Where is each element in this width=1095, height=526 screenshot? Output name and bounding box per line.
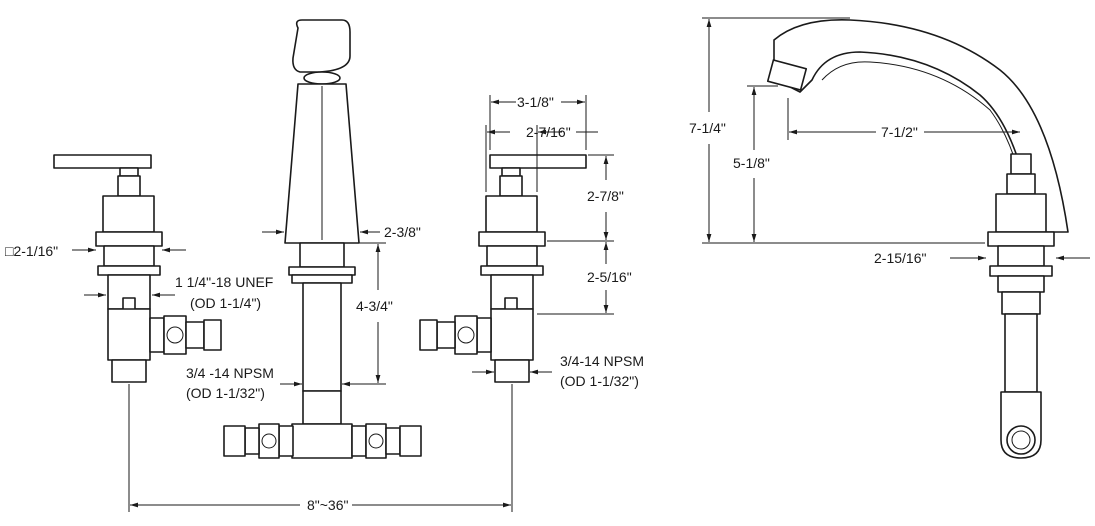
tee-right-fitting	[351, 423, 422, 459]
left-stem-cap	[117, 175, 141, 197]
dim-spout-reach: 7-1/2"	[881, 124, 918, 140]
right-lever-hub	[501, 167, 521, 177]
side-lower-thread	[997, 275, 1045, 293]
dim-spout-base: 2-3/8"	[384, 224, 421, 240]
dim-spout-height: 7-1/4"	[689, 120, 726, 136]
spread-dimension: 8"~36"	[128, 384, 513, 513]
dim-npsm-right-od: (OD 1-1/32")	[560, 373, 639, 389]
spout-shank-thread	[302, 282, 342, 392]
aerator	[303, 71, 341, 85]
dim-npsm-left: 3/4 -14 NPSM	[186, 365, 274, 381]
side-lock-nut	[989, 265, 1053, 277]
right-bonnet	[485, 195, 538, 233]
side-shank-thread	[1004, 313, 1038, 393]
left-escutcheon	[95, 231, 163, 247]
dim-handle-width: 3-1/8"	[517, 94, 554, 110]
side-upper-thread	[997, 245, 1045, 267]
right-handle-valve	[419, 154, 587, 383]
dim-lever-square: □2-1/16"	[5, 243, 58, 259]
dim-spout-clearance: 5-1/8"	[733, 155, 770, 171]
right-outlet-thread	[494, 359, 530, 383]
left-lever	[53, 154, 152, 169]
left-outlet-fitting	[149, 315, 222, 355]
side-escutcheon	[987, 231, 1055, 247]
dim-unef-od: (OD 1-1/4")	[190, 295, 261, 311]
left-lever-dimension: □2-1/16"	[5, 243, 186, 259]
spout-upper-thread	[299, 242, 345, 268]
handle-height-dimension: 2-7/8"	[547, 154, 624, 242]
side-stem	[1006, 173, 1036, 195]
left-handle-valve	[53, 154, 222, 383]
spout-cap	[292, 19, 351, 73]
spout-washer	[288, 266, 356, 276]
side-valve-body	[1001, 291, 1041, 315]
side-bonnet	[995, 193, 1047, 233]
spout-height-dimension: 7-1/4"	[689, 17, 985, 244]
handle-inner-dimension: 2-7/16"	[485, 124, 598, 192]
tee-left-fitting	[223, 423, 294, 459]
left-bonnet	[102, 195, 155, 233]
spout-tee-neck	[302, 390, 342, 425]
dim-handle-inner: 2-7/16"	[526, 124, 571, 140]
left-lock-nut	[97, 265, 161, 276]
center-spout	[223, 19, 422, 459]
spout-clearance-dimension: 5-1/8"	[733, 85, 778, 242]
dim-spout-base-side: 2-15/16"	[874, 250, 926, 266]
dim-spread: 8"~36"	[307, 497, 349, 513]
spout-reach-dimension: 7-1/2"	[787, 98, 1020, 140]
spout-tee-body	[291, 423, 353, 459]
dim-shank-length: 4-3/4"	[356, 298, 393, 314]
side-outlet-port	[1006, 425, 1036, 455]
npsm-right-dimension: 3/4-14 NPSM (OD 1-1/32")	[472, 353, 644, 389]
dim-npsm-right: 3/4-14 NPSM	[560, 353, 644, 369]
left-lever-hub	[119, 167, 139, 177]
right-lock-nut	[480, 265, 544, 276]
side-base-dimension: 2-15/16"	[874, 250, 1090, 266]
npsm-left-dimension: 3/4 -14 NPSM (OD 1-1/32")	[186, 365, 362, 401]
side-spout	[766, 19, 1069, 459]
side-stem-cap	[1010, 153, 1032, 175]
handle-shank-dimension: 2-5/16"	[537, 242, 632, 315]
shank-length-dimension: 4-3/4"	[346, 242, 393, 385]
side-aerator	[766, 59, 808, 91]
dim-handle-height: 2-7/8"	[587, 188, 624, 204]
handle-width-dimension: 3-1/8"	[489, 94, 587, 150]
dim-npsm-left-od: (OD 1-1/32")	[186, 385, 265, 401]
left-outlet-thread	[111, 359, 147, 383]
left-unef-dimension: 1 1/4"-18 UNEF (OD 1-1/4")	[84, 274, 273, 311]
right-lever	[489, 154, 587, 169]
right-stem-cap	[499, 175, 523, 197]
right-outlet-fitting	[419, 315, 492, 355]
left-valve-body	[107, 308, 151, 361]
right-upper-thread	[486, 245, 538, 267]
spout-base-dimension: 2-3/8"	[262, 224, 421, 240]
left-upper-thread	[103, 245, 155, 267]
right-escutcheon	[478, 231, 546, 247]
dim-handle-shank: 2-5/16"	[587, 269, 632, 285]
spout-nut	[291, 274, 353, 284]
dim-unef-thread: 1 1/4"-18 UNEF	[175, 274, 273, 290]
right-valve-body	[490, 308, 534, 361]
